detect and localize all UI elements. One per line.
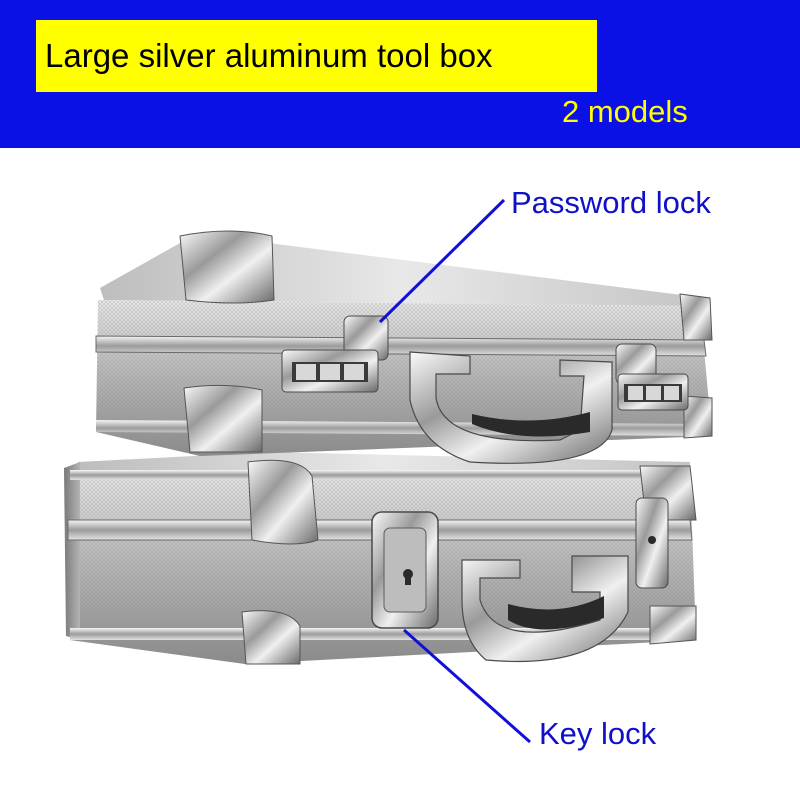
upper-corner-bottom-left — [183, 384, 263, 453]
lower-corner-bottom-right — [649, 605, 697, 645]
toolbox-scene — [64, 198, 713, 744]
lower-case-top — [78, 452, 690, 470]
title-box: Large silver aluminum tool box — [36, 20, 597, 92]
key-lock-pointer — [403, 628, 531, 744]
key-lock — [371, 511, 439, 629]
latch-keyhole-icon — [648, 536, 656, 544]
page-title: Large silver aluminum tool box — [45, 37, 493, 74]
models-count-label: 2 models — [562, 94, 688, 129]
lower-case-left-end — [64, 462, 80, 640]
right-combination-lock — [615, 343, 689, 411]
upper-lid-seam-rail — [95, 335, 707, 357]
upper-corner-top-left — [179, 230, 275, 304]
left-combination-lock — [281, 315, 389, 393]
combination-wheel — [628, 386, 643, 400]
upper-corner-top-right — [679, 293, 713, 341]
lower-handle — [461, 555, 629, 663]
right-latch — [635, 497, 669, 589]
key-lock-label: Key lock — [539, 716, 657, 751]
password-lock-pointer — [378, 198, 506, 324]
lower-toolbox — [64, 452, 697, 665]
combination-wheel — [344, 364, 364, 380]
lower-top-rail — [70, 470, 690, 480]
password-lock-label: Password lock — [511, 185, 711, 220]
combination-wheel — [664, 386, 679, 400]
combination-wheel — [296, 364, 316, 380]
combination-wheel — [320, 364, 340, 380]
combination-wheel — [646, 386, 661, 400]
handle-grip — [508, 596, 604, 630]
upper-toolbox — [95, 230, 713, 464]
lower-corner-top-left — [247, 459, 319, 545]
upper-handle — [409, 351, 613, 464]
lower-corner-bottom-left — [241, 610, 301, 665]
handle-grip — [472, 412, 590, 437]
upper-corner-bottom-right — [683, 395, 713, 439]
